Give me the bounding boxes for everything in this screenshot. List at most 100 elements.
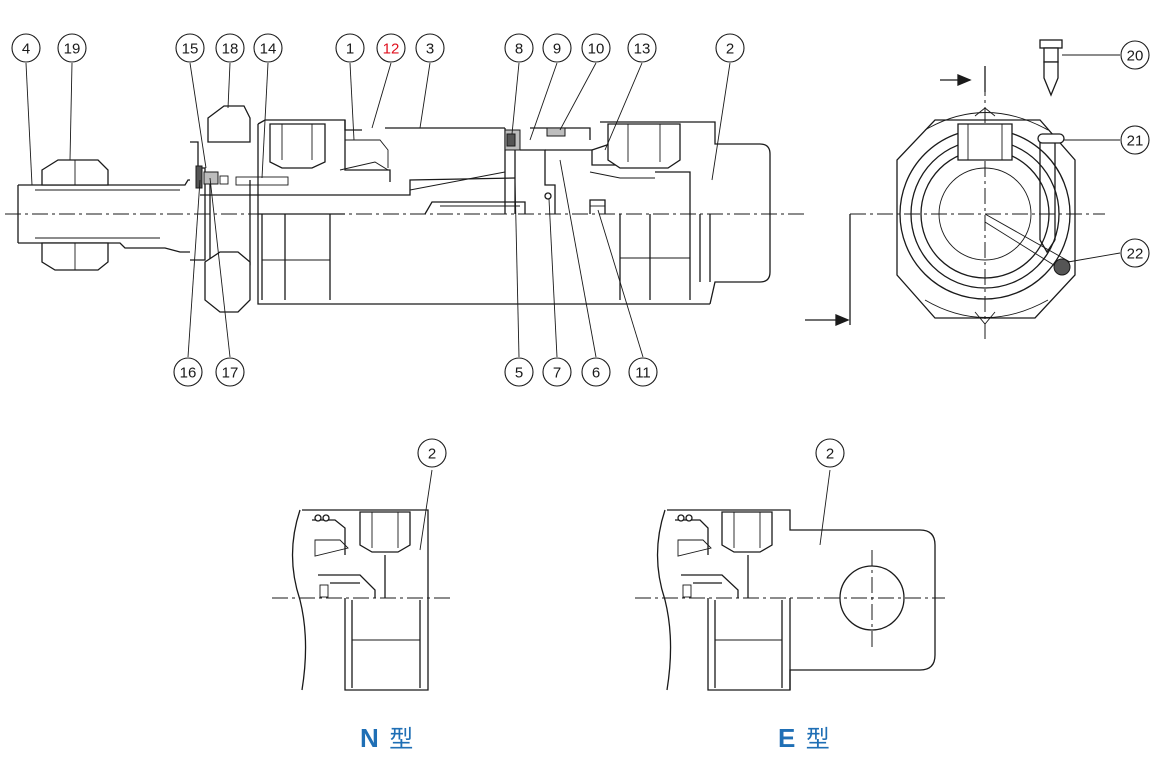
callout-5: 5 [504, 357, 534, 387]
callout-circle [175, 33, 205, 63]
callout-circle [173, 357, 203, 387]
caption-n-suffix: 型 [389, 726, 413, 753]
leader-lines [25, 54, 1121, 551]
end-view [805, 39, 1105, 340]
callout-number: 11 [635, 365, 651, 382]
rear-port [607, 123, 681, 169]
n-type-detail [272, 509, 450, 691]
callout-10: 10 [581, 33, 611, 63]
callout-circle [215, 33, 245, 63]
callout-8: 8 [504, 33, 534, 63]
end-view-port [957, 123, 1013, 161]
callout-number: 18 [222, 41, 239, 58]
callout-circle [215, 357, 245, 387]
callout-circle [57, 33, 87, 63]
callout-number: 15 [182, 41, 199, 58]
magnet-11 [589, 199, 606, 214]
callout-circle [542, 357, 572, 387]
callout-number: 13 [634, 41, 651, 58]
callout-n2: 2 [417, 438, 447, 468]
callout-circle [504, 357, 534, 387]
callout-number: 17 [222, 365, 239, 382]
callout-circle [815, 438, 845, 468]
callout-number: 4 [22, 41, 30, 58]
callout-circle [11, 33, 41, 63]
callout-3: 3 [415, 33, 445, 63]
mounting-nut-18 [207, 105, 251, 143]
callout-17: 17 [215, 357, 245, 387]
callout-number: 2 [428, 446, 436, 463]
callout-21: 21 [1120, 125, 1150, 155]
bushing-14 [235, 176, 289, 186]
e-type-detail [635, 509, 945, 691]
needle-valve-20 [1039, 39, 1063, 97]
callout-number: 3 [426, 41, 434, 58]
callout-number: 12 [383, 41, 400, 58]
callout-number: 8 [515, 41, 523, 58]
callout-circle [253, 33, 283, 63]
callout-circle [504, 33, 534, 63]
callout-number: 22 [1127, 246, 1144, 263]
callout-circle [542, 33, 572, 63]
wear-ring-10 [546, 127, 566, 137]
rod-seal-17 [203, 171, 219, 185]
e-type-mount-hole [839, 565, 905, 631]
main-section-view [5, 105, 805, 313]
callout-number: 16 [180, 365, 197, 382]
callout-circle [1120, 125, 1150, 155]
o-ring-7 [544, 192, 552, 200]
steel-ball-22 [1053, 258, 1071, 276]
callout-7: 7 [542, 357, 572, 387]
caption-e-type: E 型 [778, 723, 830, 753]
callout-number: 2 [826, 446, 834, 463]
callout-circle [628, 357, 658, 387]
callout-number: 9 [553, 41, 561, 58]
lower-hex-nut [204, 251, 251, 313]
callout-16: 16 [173, 357, 203, 387]
callout-circle [417, 438, 447, 468]
callout-circle [581, 357, 611, 387]
n-type-port [359, 511, 411, 553]
callout-number: 19 [64, 41, 81, 58]
callout-number: 10 [588, 41, 605, 58]
callout-12: 12 [376, 33, 406, 63]
piston-part-6 [520, 149, 556, 214]
callout-4: 4 [11, 33, 41, 63]
callout-number: 21 [1127, 133, 1144, 150]
end-view-outer-body [896, 119, 1076, 319]
callout-6: 6 [581, 357, 611, 387]
callout-15: 15 [175, 33, 205, 63]
rod-seal-16 [195, 165, 203, 189]
caption-n-type: N 型 [360, 723, 413, 753]
callout-number: 7 [553, 365, 561, 382]
callout-11: 11 [628, 357, 658, 387]
callout-19: 19 [57, 33, 87, 63]
callout-9: 9 [542, 33, 572, 63]
callout-e2: 2 [815, 438, 845, 468]
caption-n-letter: N [360, 723, 379, 753]
callout-13: 13 [627, 33, 657, 63]
callout-circle [1120, 238, 1150, 268]
callout-circle [581, 33, 611, 63]
callout-circle [376, 33, 406, 63]
o-ring-21 [1037, 133, 1065, 144]
callout-number: 20 [1127, 48, 1144, 65]
callout-20: 20 [1120, 40, 1150, 70]
callout-circle [1120, 40, 1150, 70]
e-type-port [721, 511, 773, 553]
caption-e-suffix: 型 [806, 726, 830, 753]
callout-number: 5 [515, 365, 523, 382]
callout-1: 1 [335, 33, 365, 63]
callout-circle [335, 33, 365, 63]
callout-2: 2 [715, 33, 745, 63]
front-port [269, 123, 326, 169]
caption-e-letter: E [778, 723, 795, 753]
callout-22: 22 [1120, 238, 1150, 268]
callout-number: 6 [592, 365, 600, 382]
callout-number: 14 [260, 41, 277, 58]
callout-18: 18 [215, 33, 245, 63]
callout-circle [415, 33, 445, 63]
